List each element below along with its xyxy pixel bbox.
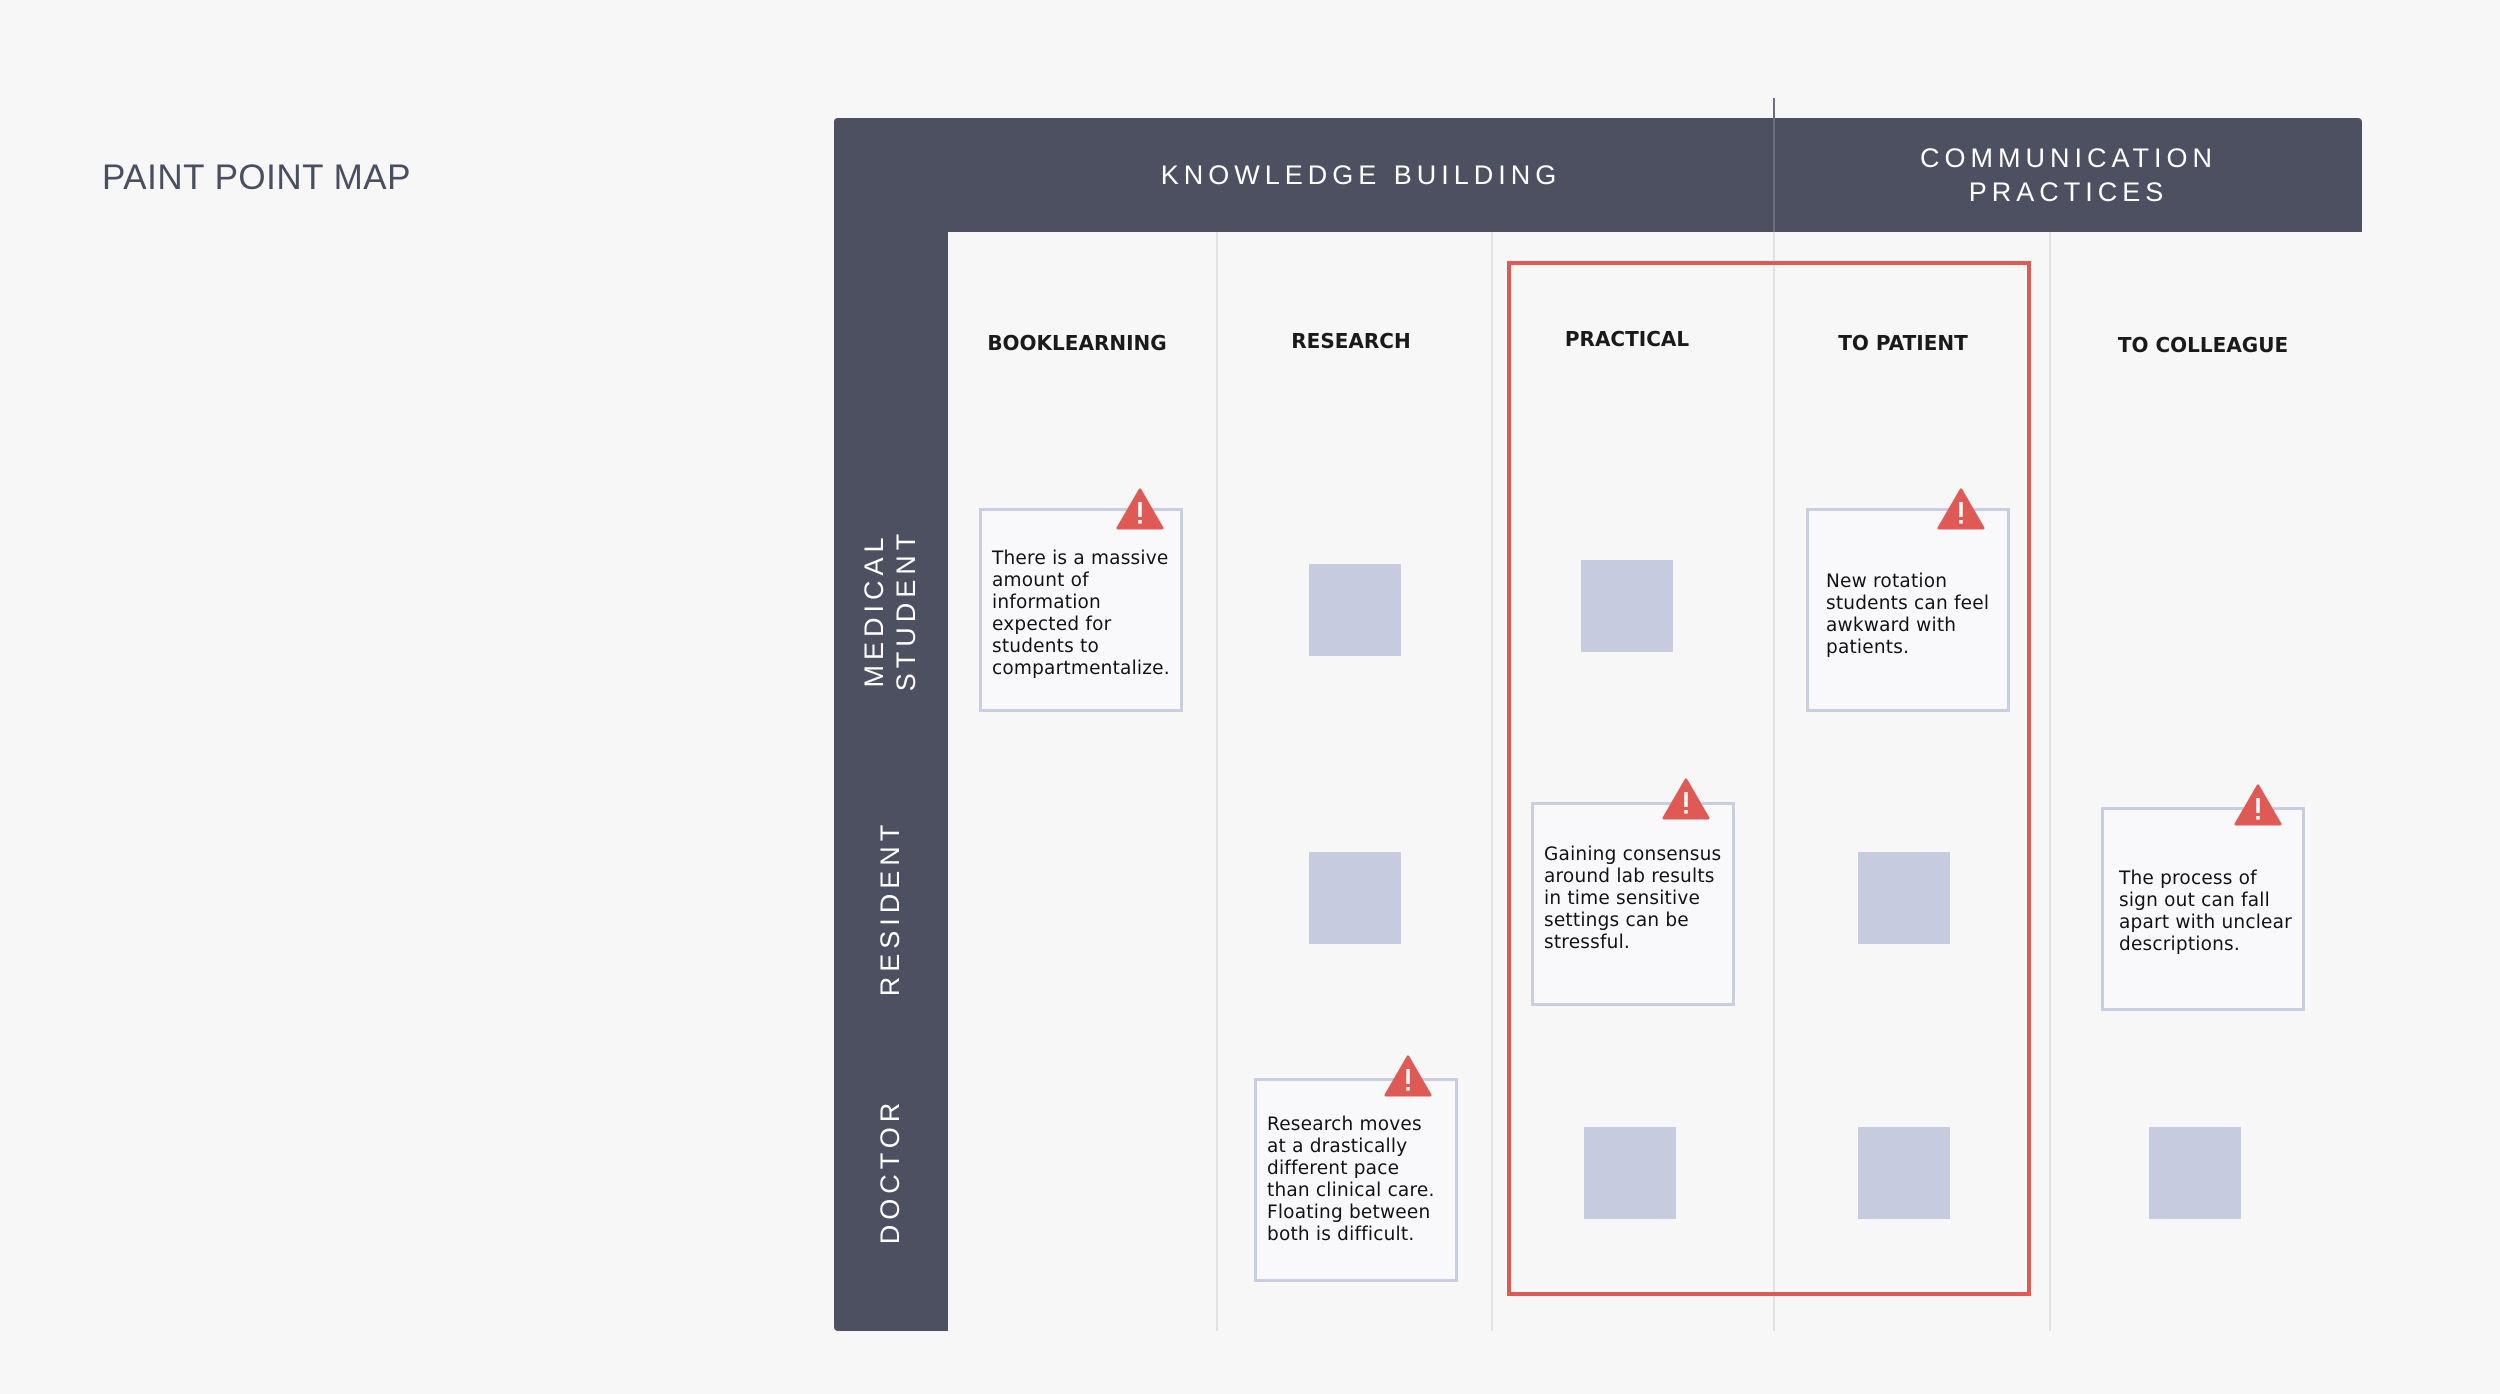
pain-point-text: Research moves at a drastically differen… — [1267, 1114, 1435, 1245]
warning-triangle-icon — [1937, 488, 1985, 530]
pain-point-card: Gaining consensus around lab results in … — [1531, 802, 1735, 1006]
placeholder-square — [1581, 560, 1673, 652]
pain-point-card: There is a massive amount of information… — [979, 508, 1183, 712]
pain-point-card: The process of sign out can fall apart w… — [2101, 807, 2305, 1011]
group-communication-practices: COMMUNICATION PRACTICES — [1920, 143, 2217, 207]
warning-triangle-icon — [1384, 1055, 1432, 1097]
pain-point-text: The process of sign out can fall apart w… — [2119, 868, 2292, 955]
warning-triangle-icon — [1662, 778, 1710, 820]
group-divider — [1773, 98, 1775, 232]
warning-triangle-icon — [1116, 488, 1164, 530]
pain-point-text: There is a massive amount of information… — [992, 548, 1170, 679]
column-label-to-colleague: TO COLLEAGUE — [2117, 333, 2289, 357]
column-divider — [1773, 232, 1775, 1331]
column-label-research: RESEARCH — [1291, 329, 1411, 353]
column-divider — [2049, 232, 2051, 1331]
row-header-band — [834, 118, 948, 1331]
pain-point-card: New rotation students can feel awkward w… — [1806, 508, 2010, 712]
placeholder-square — [1584, 1127, 1676, 1219]
pain-point-text: Gaining consensus around lab results in … — [1544, 844, 1722, 953]
header-band — [834, 118, 2362, 232]
placeholder-square — [1309, 852, 1401, 944]
highlight-frame — [1507, 261, 2031, 1296]
column-label-practical: PRACTICAL — [1564, 327, 1690, 351]
column-label-to-patient: TO PATIENT — [1838, 331, 1968, 355]
page-title: PAINT POINT MAP — [102, 158, 411, 197]
placeholder-square — [1858, 852, 1950, 944]
column-label-booklearning: BOOKLEARNING — [987, 331, 1167, 355]
column-divider — [1491, 232, 1493, 1331]
pain-point-map: KNOWLEDGE BUILDING COMMUNICATION PRACTIC… — [834, 98, 2362, 1331]
column-divider — [1216, 232, 1218, 1331]
warning-triangle-icon — [2234, 784, 2282, 826]
placeholder-square — [2149, 1127, 2241, 1219]
placeholder-square — [1858, 1127, 1950, 1219]
pain-point-text: New rotation students can feel awkward w… — [1826, 571, 1990, 658]
placeholder-square — [1309, 564, 1401, 656]
pain-point-card: Research moves at a drastically differen… — [1254, 1078, 1458, 1282]
group-knowledge-building: KNOWLEDGE BUILDING — [1160, 160, 1562, 190]
